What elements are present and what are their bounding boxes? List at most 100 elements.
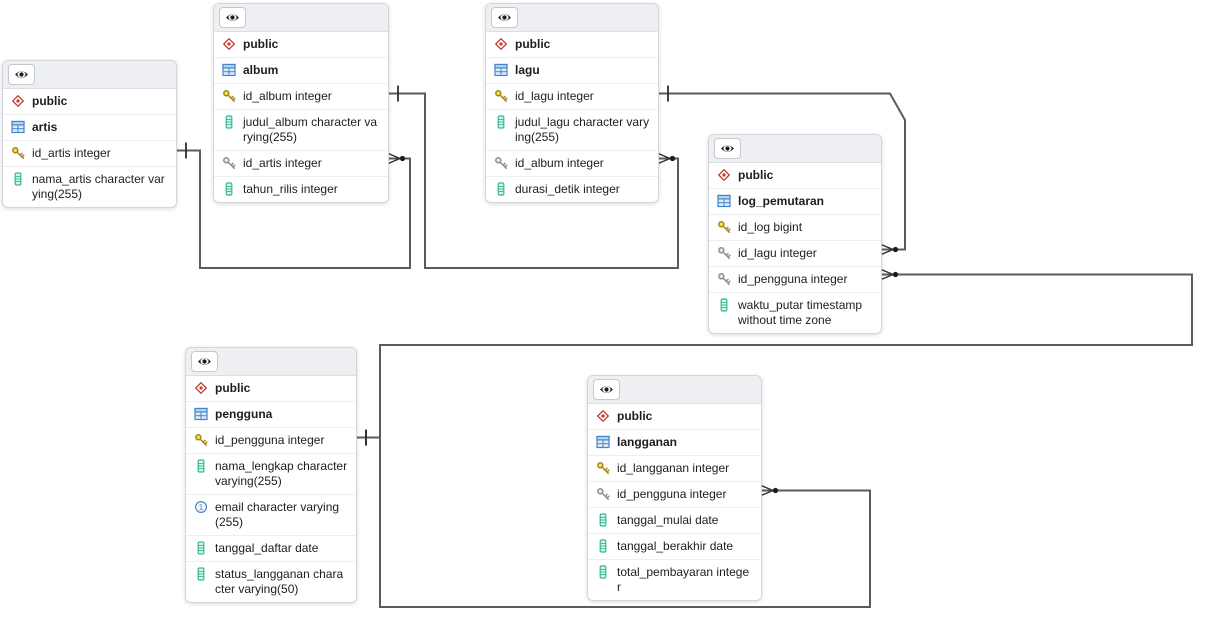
column-id_pengguna[interactable]: id_pengguna integer bbox=[709, 266, 881, 292]
column-tanggal_berakhir[interactable]: tanggal_berakhir date bbox=[588, 533, 761, 559]
column-name: tanggal_daftar bbox=[215, 541, 292, 555]
schema-name: public bbox=[32, 94, 68, 108]
column-type: integer bbox=[689, 487, 727, 501]
visibility-toggle-button[interactable] bbox=[8, 64, 35, 85]
column-name: tanggal_mulai bbox=[617, 513, 692, 527]
table-name: pengguna bbox=[215, 407, 273, 421]
column-icon bbox=[494, 182, 508, 196]
column-id_pengguna[interactable]: id_pengguna integer bbox=[186, 427, 356, 453]
column-name: waktu_putar bbox=[738, 298, 804, 312]
foreign-key-icon bbox=[717, 272, 731, 286]
column-name: total_pembayaran bbox=[617, 565, 714, 579]
table-name: log_pemutaran bbox=[738, 194, 825, 208]
foreign-key-icon bbox=[494, 156, 508, 170]
table-name-row[interactable]: log_pemutaran bbox=[709, 188, 881, 214]
relation-artis-album[interactable] bbox=[175, 149, 411, 269]
visibility-toggle-button[interactable] bbox=[714, 138, 741, 159]
entity-header bbox=[588, 376, 761, 404]
schema-name: public bbox=[243, 37, 279, 51]
column-id_lagu[interactable]: id_lagu integer bbox=[709, 240, 881, 266]
entity-album[interactable]: public album id_album integer judul_albu… bbox=[213, 3, 389, 203]
schema-name: public bbox=[215, 381, 251, 395]
column-id_artis[interactable]: id_artis integer bbox=[214, 150, 388, 176]
column-name: id_lagu bbox=[738, 246, 777, 260]
column-type: integer bbox=[287, 433, 325, 447]
table-name-row[interactable]: langganan bbox=[588, 429, 761, 455]
column-icon bbox=[596, 565, 610, 579]
visibility-toggle-button[interactable] bbox=[593, 379, 620, 400]
table-name-row[interactable]: album bbox=[214, 57, 388, 83]
column-id_pengguna[interactable]: id_pengguna integer bbox=[588, 481, 761, 507]
table-name-row[interactable]: lagu bbox=[486, 57, 658, 83]
relation-pengguna-langganan[interactable] bbox=[355, 436, 871, 608]
column-id_lagu[interactable]: id_lagu integer bbox=[486, 83, 658, 109]
schema-row[interactable]: public bbox=[214, 32, 388, 57]
entity-langganan[interactable]: public langganan id_langganan integer id… bbox=[587, 375, 762, 601]
entity-artis[interactable]: public artis id_artis integer nama_artis… bbox=[2, 60, 177, 208]
column-name: nama_lengkap bbox=[215, 459, 294, 473]
eye-icon bbox=[720, 143, 735, 154]
column-name: id_lagu bbox=[515, 89, 554, 103]
column-durasi_detik[interactable]: durasi_detik integer bbox=[486, 176, 658, 202]
column-name: id_pengguna bbox=[215, 433, 285, 447]
column-name: nama_artis bbox=[32, 172, 92, 186]
eye-icon bbox=[497, 12, 512, 23]
table-name: lagu bbox=[515, 63, 540, 77]
table-name-row[interactable]: artis bbox=[3, 114, 176, 140]
column-type: integer bbox=[301, 182, 338, 196]
column-status_langganan[interactable]: status_langganan character varying(50) bbox=[186, 561, 356, 602]
column-judul_lagu[interactable]: judul_lagu character varying(255) bbox=[486, 109, 658, 150]
schema-row[interactable]: public bbox=[3, 89, 176, 114]
schema-icon bbox=[494, 37, 508, 51]
column-id_album[interactable]: id_album integer bbox=[486, 150, 658, 176]
column-name: id_langganan bbox=[617, 461, 690, 475]
primary-key-icon bbox=[222, 89, 236, 103]
column-type: integer bbox=[295, 89, 332, 103]
column-tahun_rilis[interactable]: tahun_rilis integer bbox=[214, 176, 388, 202]
schema-row[interactable]: public bbox=[486, 32, 658, 57]
column-type: integer bbox=[285, 156, 322, 170]
column-nama_lengkap[interactable]: nama_lengkap character varying(255) bbox=[186, 453, 356, 494]
table-icon bbox=[717, 194, 731, 208]
column-type: integer bbox=[692, 461, 730, 475]
visibility-toggle-button[interactable] bbox=[491, 7, 518, 28]
column-type: character varying(255) bbox=[215, 500, 340, 529]
table-name-row[interactable]: pengguna bbox=[186, 401, 356, 427]
primary-key-icon bbox=[194, 433, 208, 447]
column-name: id_log bbox=[738, 220, 771, 234]
column-name: durasi_detik bbox=[515, 182, 580, 196]
column-icon bbox=[11, 172, 25, 186]
entity-log_pemutaran[interactable]: public log_pemutaran id_log bigint id_la… bbox=[708, 134, 882, 334]
column-id_langganan[interactable]: id_langganan integer bbox=[588, 455, 761, 481]
column-id_log[interactable]: id_log bigint bbox=[709, 214, 881, 240]
schema-icon bbox=[717, 168, 731, 182]
column-total_pembayaran[interactable]: total_pembayaran integer bbox=[588, 559, 761, 600]
column-icon bbox=[494, 115, 508, 129]
primary-key-icon bbox=[494, 89, 508, 103]
column-icon bbox=[194, 541, 208, 555]
many-end-dot bbox=[669, 155, 676, 162]
column-id_artis[interactable]: id_artis integer bbox=[3, 140, 176, 166]
entity-pengguna[interactable]: public pengguna id_pengguna integer nama… bbox=[185, 347, 357, 603]
column-name: judul_lagu bbox=[515, 115, 570, 129]
many-end-dot bbox=[399, 155, 406, 162]
column-nama_artis[interactable]: nama_artis character varying(255) bbox=[3, 166, 176, 207]
column-name: id_pengguna bbox=[738, 272, 808, 286]
column-tanggal_daftar[interactable]: tanggal_daftar date bbox=[186, 535, 356, 561]
entity-lagu[interactable]: public lagu id_lagu integer judul_lagu c… bbox=[485, 3, 659, 203]
column-email[interactable]: email character varying(255) bbox=[186, 494, 356, 535]
schema-row[interactable]: public bbox=[709, 163, 881, 188]
schema-icon bbox=[194, 381, 208, 395]
column-judul_album[interactable]: judul_album character varying(255) bbox=[214, 109, 388, 150]
schema-row[interactable]: public bbox=[588, 404, 761, 429]
column-id_album[interactable]: id_album integer bbox=[214, 83, 388, 109]
many-end-dot bbox=[772, 487, 779, 494]
schema-icon bbox=[11, 94, 25, 108]
schema-row[interactable]: public bbox=[186, 376, 356, 401]
visibility-toggle-button[interactable] bbox=[219, 7, 246, 28]
column-tanggal_mulai[interactable]: tanggal_mulai date bbox=[588, 507, 761, 533]
visibility-toggle-button[interactable] bbox=[191, 351, 218, 372]
column-name: id_artis bbox=[32, 146, 71, 160]
column-waktu_putar[interactable]: waktu_putar timestamp without time zone bbox=[709, 292, 881, 333]
